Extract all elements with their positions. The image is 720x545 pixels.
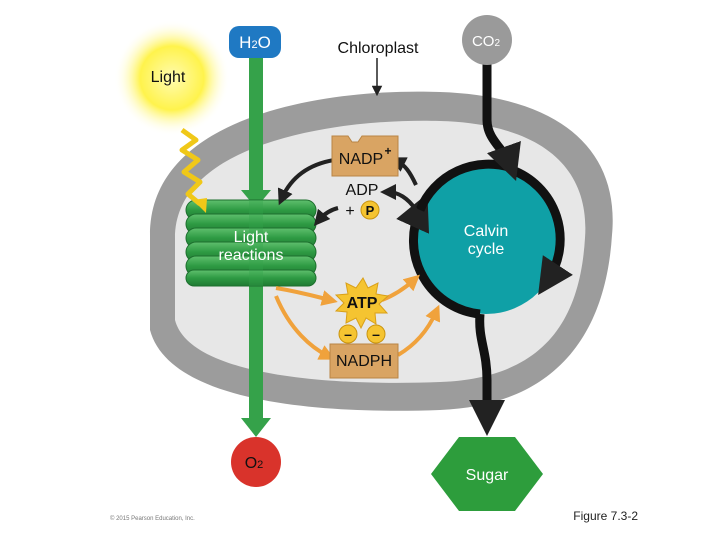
sun-glow — [114, 20, 230, 136]
sugar-output-arrow — [469, 313, 505, 436]
water-badge — [229, 26, 281, 58]
electron-charge: – — [372, 326, 380, 342]
chloroplast-label: Chloroplast — [338, 40, 419, 57]
calvin-cycle-label-line2: cycle — [468, 241, 505, 258]
sugar-label: Sugar — [466, 467, 509, 484]
calvin-cycle-disk — [412, 166, 560, 314]
light-label: Light — [151, 69, 186, 86]
calvin-to-adp-arrow — [380, 184, 418, 212]
calvin-ring-arrow-left — [396, 193, 481, 319]
nadp-return-arrow — [277, 158, 335, 206]
adp-label: ADP — [346, 182, 379, 199]
co2-input-arrow — [482, 62, 521, 181]
atp-burst-icon — [334, 277, 390, 330]
phosphate-label: P — [366, 203, 375, 218]
light-reactions-label-line1: Light — [234, 229, 269, 246]
oxygen-label: O2 — [245, 455, 264, 472]
copyright-notice: © 2015 Pearson Education, Inc. — [110, 516, 195, 522]
oxygen-arrowhead — [241, 418, 271, 437]
sugar-hexagon — [431, 437, 543, 511]
thylakoid-stack — [185, 199, 317, 287]
calvin-cycle-label-line1: Calvin — [464, 223, 508, 240]
nadp-label: NADP — [339, 151, 383, 168]
water-flow-arrowhead-top — [241, 190, 271, 208]
electron-charge: – — [344, 326, 352, 342]
light-reactions-label-line2: reactions — [219, 247, 284, 264]
nadph-label: NADPH — [336, 353, 392, 370]
oxygen-badge — [231, 437, 281, 487]
phosphate-icon — [360, 200, 380, 220]
nadph-production-arrow — [274, 295, 336, 360]
co2-badge — [462, 15, 512, 65]
electron-icon — [338, 324, 358, 344]
adp-return-arrow — [313, 206, 339, 227]
figure-number: Figure 7.3-2 — [573, 509, 638, 523]
nadph-carrier: – – NADPH — [329, 324, 399, 379]
nadp-charge: + — [384, 144, 391, 158]
adp-plus: + — [345, 203, 354, 220]
co2-label: CO2 — [472, 33, 501, 50]
calvin-to-nadp-arrow — [389, 157, 418, 186]
atp-label: ATP — [347, 295, 378, 312]
atp-production-arrow — [275, 286, 338, 306]
nadp-carrier: NADP + — [331, 135, 399, 177]
water-label: H2O — [239, 33, 271, 52]
nadph-to-calvin-arrow — [396, 304, 441, 357]
light-squiggle — [179, 127, 203, 206]
calvin-ring-arrow-right — [510, 165, 573, 296]
electron-icon — [366, 324, 386, 344]
